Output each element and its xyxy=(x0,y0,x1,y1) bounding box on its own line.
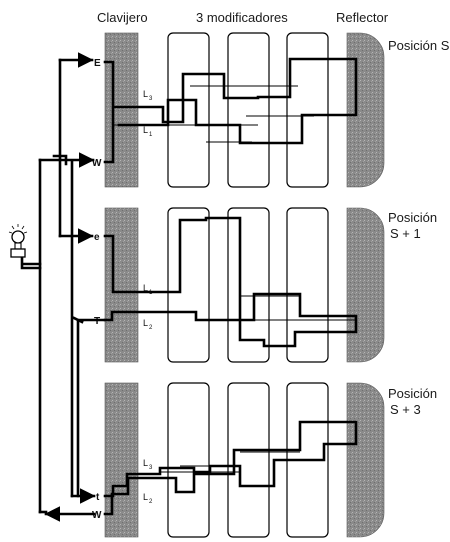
key-bottom: W xyxy=(92,510,102,521)
reflector-block xyxy=(346,32,385,188)
rotor-1 xyxy=(167,382,210,538)
key-top: E xyxy=(94,58,101,69)
current-path xyxy=(103,216,358,348)
panel-position-s1: e T L 1 L 2 Posición S + 1 xyxy=(94,207,437,363)
rotor-1 xyxy=(167,32,210,188)
svg-text:1: 1 xyxy=(149,290,153,296)
key-top: e xyxy=(94,232,100,243)
position-label: Posición xyxy=(388,210,437,225)
keyboard-contact xyxy=(103,60,115,164)
light-bulb-icon xyxy=(8,224,28,258)
svg-text:3: 3 xyxy=(149,465,153,471)
rotor-3 xyxy=(286,207,329,363)
svg-text:2: 2 xyxy=(149,325,153,331)
current-path xyxy=(112,57,358,145)
rotor-2 xyxy=(227,207,270,363)
position-label: Posición xyxy=(388,386,437,401)
lamp-wiring xyxy=(20,52,106,522)
reflector-block xyxy=(346,382,385,538)
keyboard-block xyxy=(104,382,139,538)
svg-text:3: 3 xyxy=(149,96,153,102)
header-keyboard: Clavijero xyxy=(97,10,148,25)
wire-label: L xyxy=(143,458,148,468)
rotor-3 xyxy=(286,32,329,188)
position-label: S + 3 xyxy=(390,402,421,417)
wire-T xyxy=(76,318,106,498)
lamp-leads xyxy=(20,254,42,270)
rotor-2 xyxy=(227,382,270,538)
keyboard-block xyxy=(104,207,139,363)
panel-position-s3: t W L 3 L 2 Posición S + 3 xyxy=(92,382,437,538)
wire-label: L xyxy=(143,318,148,328)
rotor-2 xyxy=(227,32,270,188)
key-bottom: W xyxy=(92,158,102,169)
wire-thin xyxy=(196,217,356,321)
keyboard-block xyxy=(104,32,139,188)
wire-label: L xyxy=(143,492,148,502)
reflector-block xyxy=(346,207,385,363)
key-top: t xyxy=(96,492,100,503)
position-label: S + 1 xyxy=(390,226,421,241)
wire-label: L xyxy=(143,283,148,293)
svg-text:2: 2 xyxy=(149,499,153,505)
wire-label: L xyxy=(143,125,148,135)
wire-label: L xyxy=(143,89,148,99)
header-rotors: 3 modificadores xyxy=(196,10,288,25)
header-reflector: Reflector xyxy=(336,10,389,25)
current-path xyxy=(103,420,358,516)
wire-thin xyxy=(114,85,314,143)
panel-position-s: E W L 3 L 1 Posición S xyxy=(92,32,450,188)
key-bottom: T xyxy=(94,316,100,327)
position-label: Posición S xyxy=(388,38,450,53)
svg-text:1: 1 xyxy=(149,132,153,138)
rotor-1 xyxy=(167,207,210,363)
